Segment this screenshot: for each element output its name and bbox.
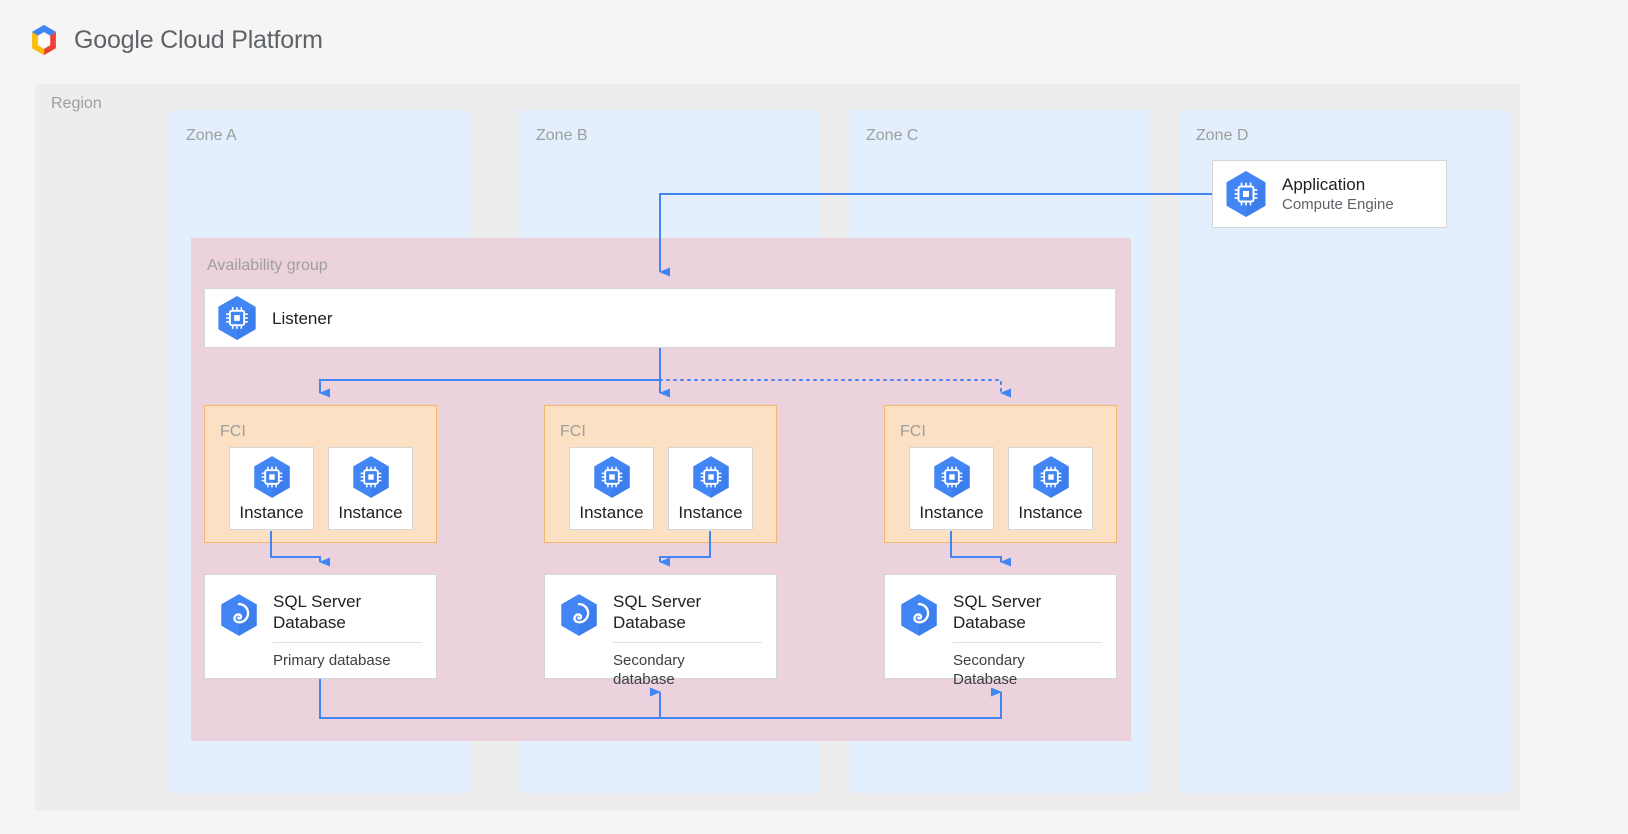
compute-engine-chip-icon	[933, 455, 970, 498]
db-divider	[273, 642, 422, 643]
db-divider	[613, 642, 762, 643]
instance-card[interactable]: Instance	[569, 447, 654, 530]
db-role-label: Secondary database	[613, 652, 685, 688]
instance-card[interactable]: Instance	[1008, 447, 1093, 530]
listener-title: Listener	[272, 308, 333, 328]
compute-engine-chip-icon	[692, 455, 729, 498]
application-card[interactable]: Application Compute Engine	[1212, 160, 1447, 228]
instance-label: Instance	[338, 502, 403, 522]
zone-c-label: Zone C	[866, 127, 919, 144]
compute-engine-chip-icon	[352, 455, 389, 498]
sql-database-icon	[221, 594, 257, 636]
region-label: Region	[51, 95, 102, 112]
db-zone-c-card[interactable]: SQL Server Database Secondary Database	[884, 574, 1117, 688]
instance-label: Instance	[919, 502, 984, 522]
fci-zone-a-label: FCI	[220, 423, 246, 440]
db-title: SQL Server Database	[613, 592, 702, 632]
instance-card[interactable]: Instance	[229, 447, 314, 530]
instance-card[interactable]: Instance	[909, 447, 994, 530]
google-cloud-platform-hexagon-logo-icon	[32, 24, 56, 56]
application-subtitle: Compute Engine	[1282, 196, 1394, 213]
db-zone-a-card[interactable]: SQL Server Database Primary database	[204, 574, 437, 679]
logo-text-cloud-platform: Cloud Platform	[153, 25, 323, 54]
gcp-logo-text: Google Cloud Platform	[74, 26, 323, 55]
db-zone-b-card[interactable]: SQL Server Database Secondary database	[544, 574, 777, 688]
db-divider	[953, 642, 1102, 643]
zone-b-label: Zone B	[536, 127, 588, 144]
instance-label: Instance	[579, 502, 644, 522]
instance-label: Instance	[678, 502, 743, 522]
listener-card[interactable]: Listener	[204, 288, 1116, 348]
page-header: Google Cloud Platform	[0, 0, 1628, 76]
logo-text-google: Google	[74, 25, 154, 54]
db-role-label: Secondary Database	[953, 652, 1025, 688]
compute-engine-chip-icon	[593, 455, 630, 498]
sql-database-icon	[561, 594, 597, 636]
instance-label: Instance	[1018, 502, 1083, 522]
instance-label: Instance	[239, 502, 304, 522]
compute-engine-chip-icon	[253, 455, 290, 498]
application-title: Application	[1282, 175, 1366, 194]
sql-database-icon	[901, 594, 937, 636]
fci-zone-b-label: FCI	[560, 423, 586, 440]
compute-engine-chip-icon	[1226, 171, 1266, 217]
db-title: SQL Server Database	[273, 592, 362, 632]
availability-group-label: Availability group	[207, 257, 328, 274]
zone-a-label: Zone A	[186, 127, 237, 144]
compute-engine-chip-icon	[218, 296, 256, 340]
db-role-label: Primary database	[273, 652, 391, 669]
fci-zone-c-label: FCI	[900, 423, 926, 440]
gcp-logo: Google Cloud Platform	[26, 22, 323, 58]
instance-card[interactable]: Instance	[328, 447, 413, 530]
zone-d-label: Zone D	[1196, 127, 1249, 144]
compute-engine-chip-icon	[1032, 455, 1069, 498]
db-title: SQL Server Database	[953, 592, 1042, 632]
instance-card[interactable]: Instance	[668, 447, 753, 530]
